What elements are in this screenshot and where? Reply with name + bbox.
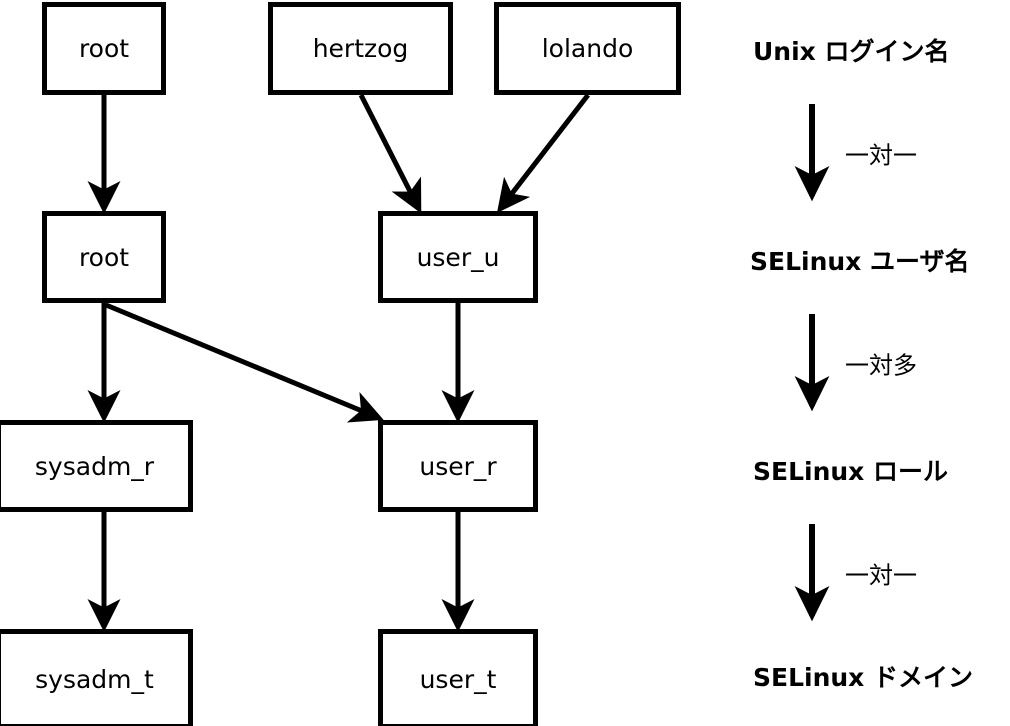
node-seuser_user_u: user_u (378, 211, 538, 303)
node-dom_user_t: user_t (378, 629, 538, 726)
edge-login_hertzog-to-seuser_user_u (358, 93, 422, 214)
legend-selinux-role: SELinux ロール (753, 457, 949, 486)
diagram-edges (87, 93, 590, 633)
cardinality-3: 一対一 (845, 561, 917, 590)
node-label: user_r (419, 451, 497, 481)
cardinality-2: 一対多 (845, 351, 917, 380)
node-label: user_t (419, 664, 497, 694)
node-label: lolando (541, 34, 634, 63)
node-login_hertzog: hertzog (268, 2, 453, 95)
legend-selinux-domain: SELinux ドメイン (753, 663, 974, 692)
node-label: root (78, 34, 130, 63)
edge-seuser_root-to-role_user_r (105, 302, 384, 423)
cardinality-1: 一対一 (845, 141, 917, 170)
legend-selinux-user: SELinux ユーザ名 (750, 247, 970, 276)
node-label: sysadm_r (34, 451, 155, 481)
node-login_lolando: lolando (494, 2, 681, 95)
node-role_user_r: user_r (378, 420, 538, 512)
node-role_sysadm_r: sysadm_r (0, 420, 193, 512)
edge-login_lolando-to-seuser_user_u (496, 93, 590, 213)
node-seuser_root: root (42, 211, 166, 303)
node-dom_sysadm_t: sysadm_t (0, 629, 193, 726)
legend-unix-login: Unix ログイン名 (753, 37, 950, 66)
node-label: hertzog (312, 34, 409, 63)
node-label: sysadm_t (35, 664, 154, 694)
node-login_root: root (42, 2, 166, 95)
node-label: user_u (416, 242, 500, 272)
node-label: root (78, 242, 130, 272)
